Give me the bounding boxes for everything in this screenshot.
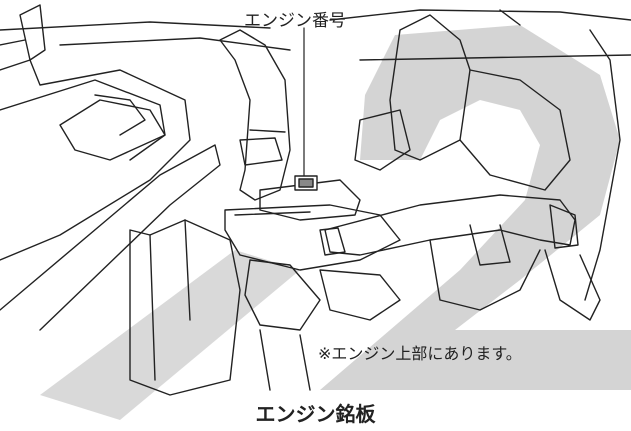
left-column <box>184 219 191 321</box>
engine-number-plate-inner <box>298 178 314 188</box>
left-bracket <box>0 59 191 261</box>
hose-right <box>459 69 471 141</box>
pipe-joint <box>319 227 346 256</box>
location-note: ※エンジン上部にあります。 <box>318 344 522 363</box>
figure-caption: エンジン銘板 <box>255 402 376 426</box>
frame-line <box>0 21 271 31</box>
left-bracket <box>0 79 166 161</box>
strut <box>0 144 221 331</box>
lower-bracket <box>469 224 511 266</box>
left-post <box>19 4 46 61</box>
left-panel <box>59 99 166 161</box>
frame-line <box>59 37 291 51</box>
left-post <box>0 39 26 46</box>
engine-number-callout: エンジン番号 <box>244 11 346 31</box>
frame-line <box>329 9 631 21</box>
hose-left <box>249 129 286 133</box>
lower-bracket <box>429 239 541 311</box>
lower-part <box>299 334 311 391</box>
engine-block <box>224 204 401 271</box>
lower-bracket <box>544 249 601 321</box>
lower-part <box>244 259 321 331</box>
lower-part <box>259 329 271 391</box>
frame-line <box>359 54 631 61</box>
engine-block <box>234 211 311 216</box>
hose-right <box>354 109 411 171</box>
right-frame <box>499 9 521 26</box>
left-column <box>129 219 241 396</box>
hose-right <box>389 14 571 191</box>
engine-block <box>259 179 361 221</box>
pipe-joint <box>549 204 579 249</box>
left-panel <box>94 94 146 136</box>
right-frame <box>584 29 621 301</box>
left-column <box>149 234 156 381</box>
hose-left <box>219 29 291 201</box>
watermark-shape <box>40 25 631 420</box>
hose-clamp <box>239 137 283 166</box>
lower-part <box>319 269 401 321</box>
